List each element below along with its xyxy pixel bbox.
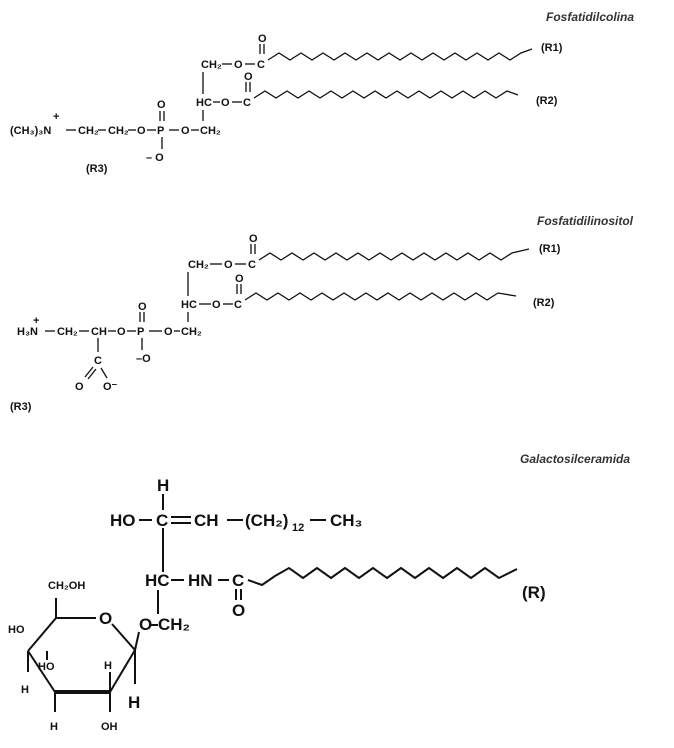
pc-ch2-b: CH₂ (108, 125, 129, 137)
pi-o-carboxyl-1: O (75, 381, 84, 393)
galactose-ring (27, 598, 140, 712)
gc-o-amide: O (232, 601, 245, 620)
gc-sugar-h-left: H (21, 684, 29, 696)
gc-ring-left-upper (27, 617, 57, 652)
pi-carb-double-1 (84, 366, 94, 378)
pc-label-r1: (R1) (541, 42, 563, 54)
title-fosfatidilinositol: Fosfatidilinositol (537, 214, 634, 228)
pi-ammonium: H₃N (17, 326, 38, 338)
pi-plus-charge: + (33, 315, 39, 327)
title-fosfatidilcolina: Fosfatidilcolina (546, 10, 634, 24)
gc-o-link: O (139, 615, 152, 634)
pc-label-r3: (R3) (86, 163, 108, 175)
pi-o-hc: O (212, 299, 221, 311)
gc-ring-left-lower (27, 650, 56, 693)
pi-c1-o: O (249, 233, 258, 245)
gc-ring-right-lower (109, 649, 136, 693)
gc-sugar-h-mid: H (104, 660, 112, 672)
gc-hn: HN (188, 571, 213, 590)
gc-sugar-ho-left: HO (8, 624, 25, 636)
gc-h-top: H (157, 476, 169, 495)
gc-bond-c1-o (134, 631, 140, 651)
pc-c1: C (257, 59, 265, 71)
pi-c2-o: O (235, 273, 244, 285)
pi-label-r2: (R2) (533, 297, 555, 309)
pi-hc: HC (181, 299, 197, 311)
pc-c1-o: O (258, 33, 267, 45)
gc-ho: HO (110, 511, 136, 530)
pc-ch2-a: CH₂ (78, 125, 99, 137)
pi-o-top: O (138, 301, 147, 313)
pc-o-top-ester: O (234, 59, 243, 71)
pi-ch2-top: CH₂ (188, 259, 209, 271)
gc-sugar-ring-o: O (99, 609, 112, 628)
gc-sugar-oh-bottom: OH (101, 721, 118, 733)
pi-phosphorus: P (137, 326, 144, 338)
gc-c-amide: C (232, 571, 244, 590)
pc-chain-r2 (253, 90, 519, 99)
pi-o1: O (117, 326, 126, 338)
pc-ch2-glycerol: CH₂ (200, 125, 221, 137)
pi-bond-c-ominus (100, 367, 108, 379)
pi-label-r3: (R3) (10, 401, 32, 413)
pi-c2: C (234, 299, 242, 311)
pi-c1: C (248, 259, 256, 271)
gc-ch3: CH₃ (330, 511, 362, 530)
pi-chain-r1 (258, 248, 530, 261)
gc-subscript-12: 12 (292, 522, 304, 534)
pc-trimethylammonium: (CH₃)₃N (10, 125, 51, 137)
pc-o2: O (181, 125, 190, 137)
pi-o-carboxyl-2: O⁻ (103, 381, 118, 393)
pi-ch2: CH₂ (57, 326, 78, 338)
gc-ch-alkene: CH (194, 511, 219, 530)
gc-sugar-h-bottom: H (50, 721, 58, 733)
pi-c-carboxyl: C (94, 355, 102, 367)
gc-label-r: (R) (522, 583, 546, 602)
pc-o-hc: O (221, 97, 230, 109)
pi-label-r1: (R1) (539, 243, 561, 255)
gc-ch2-repeat: (CH₂) (245, 511, 288, 530)
gc-chain-r (247, 566, 518, 587)
pc-plus-charge: + (53, 111, 59, 123)
pi-o2: O (164, 326, 173, 338)
pc-phosphorus: P (157, 125, 164, 137)
pc-c2-o: O (244, 71, 253, 83)
pi-ch: CH (91, 326, 107, 338)
pc-chain-r1 (267, 48, 533, 61)
pi-carb-double-2 (87, 368, 97, 380)
pc-c2: C (243, 97, 251, 109)
pc-ch2-top: CH₂ (201, 59, 222, 71)
gc-sugar-ho-mid: HO (38, 661, 55, 673)
gc-ring-right-upper (111, 623, 136, 651)
pc-label-r2: (R2) (536, 95, 558, 107)
pc-hc: HC (196, 97, 212, 109)
gc-ch2-link: CH₂ (158, 615, 190, 634)
pi-ch2-glycerol: CH₂ (181, 326, 202, 338)
pi-o-bottom: –O (136, 353, 151, 365)
pc-o1: O (137, 125, 146, 137)
gc-sugar-h-right: H (128, 693, 140, 712)
gc-sugar-ch2oh: CH₂OH (48, 580, 85, 592)
pi-o-top-ester: O (224, 259, 233, 271)
pc-o-top: O (157, 99, 166, 111)
gc-hc: HC (145, 571, 170, 590)
title-galactosilceramida: Galactosilceramida (520, 452, 630, 466)
pi-chain-r2 (244, 292, 517, 301)
gc-c-hydroxyl: C (156, 511, 168, 530)
pc-o-bottom: – O (146, 152, 164, 164)
